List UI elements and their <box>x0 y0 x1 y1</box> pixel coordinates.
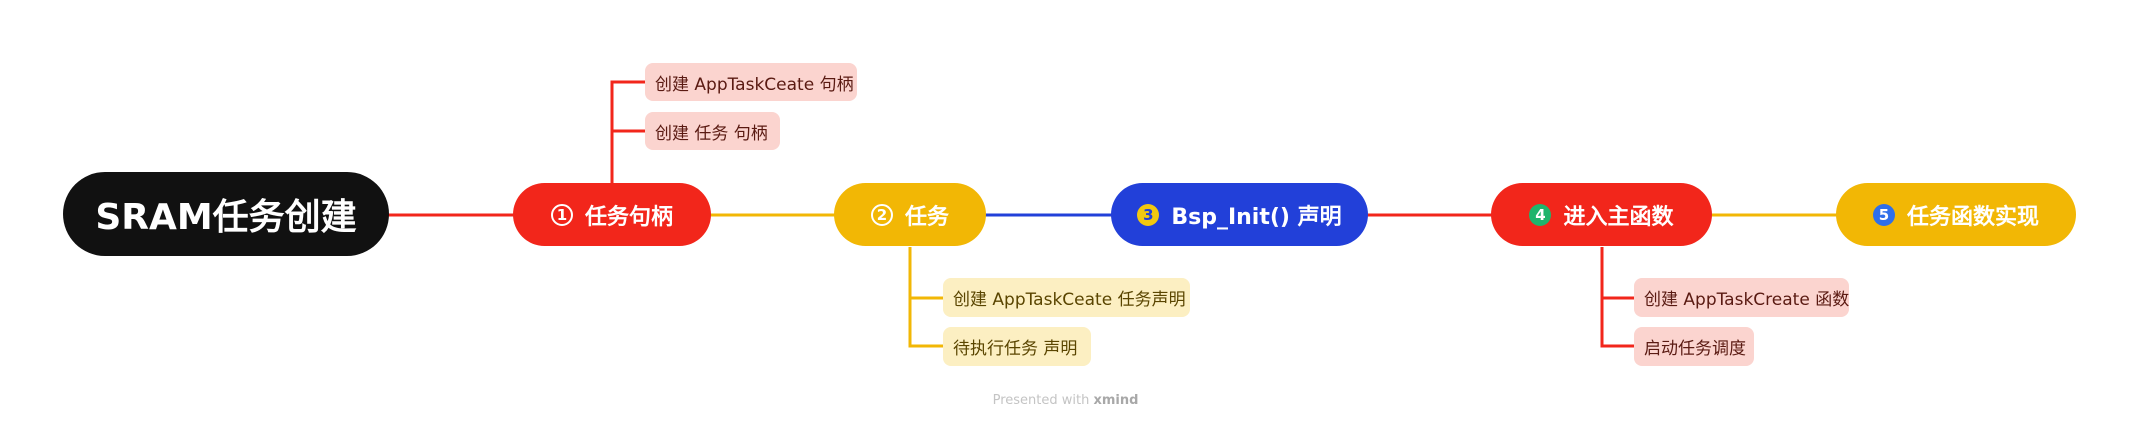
subtopic-start-scheduler[interactable]: 启动任务调度 <box>1634 327 1754 366</box>
subtopic-label: 创建 任务 句柄 <box>655 123 768 144</box>
subtopic-task-declaration[interactable]: 创建 AppTaskCeate 任务声明 <box>943 278 1190 317</box>
number-1-icon: 1 <box>550 203 573 226</box>
topic-label: 任务 <box>904 204 949 230</box>
xmind-brand: xmind <box>1093 393 1139 408</box>
topic-task[interactable]: 2 任务 <box>834 183 986 246</box>
topic-task-function-impl[interactable]: 5 任务函数实现 <box>1836 183 2076 246</box>
footer-prefix: Presented with <box>992 393 1090 408</box>
topic-label: Bsp_Init() 声明 <box>1171 204 1342 230</box>
topic-label: 任务函数实现 <box>1906 204 2039 230</box>
topic-task-handle[interactable]: 1 任务句柄 <box>513 183 711 246</box>
subtopic-create-function[interactable]: 创建 AppTaskCreate 函数 <box>1634 278 1849 317</box>
connector-topic1-subtopics <box>610 80 646 183</box>
topic-label: 任务句柄 <box>584 204 673 230</box>
subtopic-label: 启动任务调度 <box>1644 339 1746 359</box>
number-5-icon: 5 <box>1872 203 1895 226</box>
root-topic[interactable]: SRAM任务创建 <box>63 172 389 256</box>
subtopic-label: 创建 AppTaskCreate 函数 <box>1644 290 1850 310</box>
subtopic-label: 待执行任务 声明 <box>953 339 1078 359</box>
topic-bsp-init[interactable]: 3 Bsp_Init() 声明 <box>1111 183 1368 246</box>
subtopic-create-handle[interactable]: 创建 AppTaskCeate 句柄 <box>645 63 857 101</box>
subtopic-pending-task-declaration[interactable]: 待执行任务 声明 <box>943 327 1091 366</box>
connector-topic2-subtopics <box>908 247 944 348</box>
number-4-icon: 4 <box>1529 203 1552 226</box>
connector-topic4-subtopics <box>1600 247 1635 348</box>
subtopic-create-task-handle[interactable]: 创建 任务 句柄 <box>645 112 780 150</box>
topic-main-function[interactable]: 4 进入主函数 <box>1491 183 1712 246</box>
subtopic-label: 创建 AppTaskCeate 任务声明 <box>953 290 1186 310</box>
number-3-icon: 3 <box>1137 203 1160 226</box>
presented-with-footer: Presented with xmind <box>0 393 2131 408</box>
topic-label: 进入主函数 <box>1563 204 1674 230</box>
root-topic-label: SRAM任务创建 <box>95 197 357 238</box>
subtopic-label: 创建 AppTaskCeate 句柄 <box>655 74 854 95</box>
number-2-icon: 2 <box>870 203 893 226</box>
